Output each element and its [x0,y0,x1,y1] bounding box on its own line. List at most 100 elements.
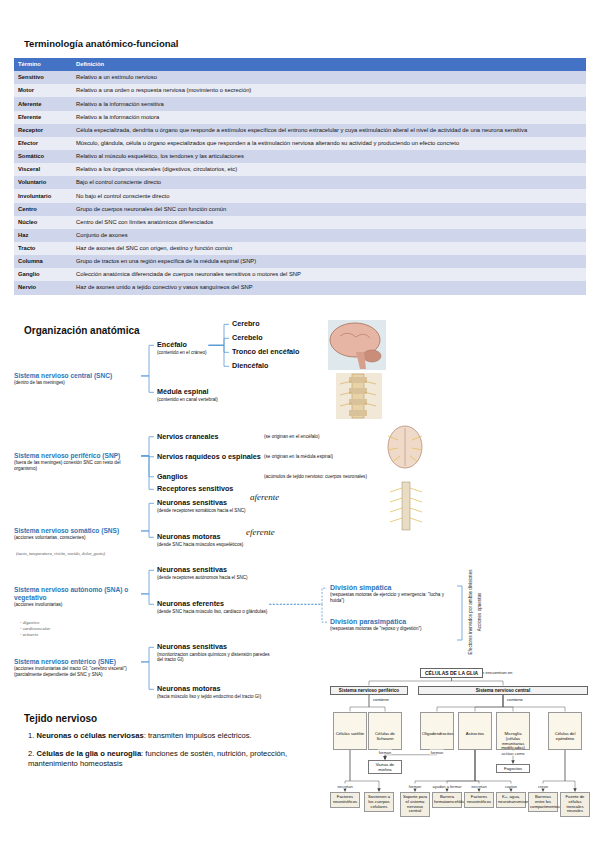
table-cell: Haz de axones unido a tejido conectivo y… [72,281,586,294]
table-cell: Aferente [14,97,72,110]
table-cell: Término [14,58,72,71]
node-text: (acúmulos de tejido nervioso: cuerpos ne… [264,474,367,479]
diagram-node: Neuronas sensitivas(monitorizacion cambi… [157,643,272,663]
node-text: (acciones voluntarias, conscientes) [14,535,139,541]
edge-label: crean [537,784,549,789]
diagram-node: Células del epéndimo [548,712,582,750]
connector [565,750,575,792]
table-cell: Relativo a los órganos viscerales (diges… [72,163,586,176]
table-cell: Colección anatómica diferenciada de cuer… [72,268,586,281]
table-cell: Involuntario [14,189,72,202]
node-text: Células de Schwann [370,732,400,742]
table-cell: Centro del SNC con límites anatómicos di… [72,216,586,229]
diagram-node: Vainas de mielina [368,760,402,774]
node-text: Células del epéndimo [550,732,580,742]
diagram-node: División simpática(respuestas motoras de… [330,584,455,604]
diagram-node: Fuente de células troncales neurales [560,792,590,817]
connector [141,662,154,689]
table-row: CentroGrupo de cuerpos neuronales del SN… [14,203,586,216]
connector [209,345,229,352]
node-text: Tronco del encéfalo [232,348,300,357]
text-label: Efectores inervados por ambas divisiones [468,569,473,654]
table-cell: Núcleo [14,216,72,229]
node-text: Vainas de mielina [370,762,400,772]
node-text: (respuestas motoras de "reposo y digesti… [330,626,455,632]
table-cell: Receptor [14,124,72,137]
list-item: 2. Células de la glia o neuroglia: funci… [28,749,320,770]
diagram-node: Neuronas motoras(desde SNC hacia músculo… [157,533,243,547]
table-cell: Haz [14,229,72,242]
node-text: Encéfalo [157,341,207,350]
connector [141,647,154,662]
text-label: contiene [373,697,389,702]
connector [269,604,327,622]
node-text: Ganglios [157,472,264,481]
diagram-node: Barreras entre los compartimentos [528,792,558,812]
node-text: (acciones involuntarias del tracto GI; "… [14,666,139,672]
node-text: (desde receptores somáticos hacia el SNC… [157,508,246,514]
node-text: Neuronas sensitivas [157,566,248,575]
connector [209,324,229,345]
diagram-node: Encéfalo(contenido en el cráneo) [157,341,207,355]
diagram-node: Neuronas sensitivas(desde receptores aut… [157,566,248,580]
connector [141,376,154,392]
connector [209,345,229,366]
table-cell: Bajo el control consciente directo [72,176,586,189]
diagram-node: Sistema nervioso central [418,686,588,695]
table-row: TractoHaz de axones del SNC con origen, … [14,242,586,255]
diagram-node: Sostienen a los cuerpos celulares [364,792,394,812]
connector [141,456,154,489]
table-row: ReceptorCélula especializada, dendrita u… [14,124,586,137]
diagram-node: Neuronas eferentes(desde SNC hacia múscu… [157,600,267,614]
edge-label: ayudan a formar [431,784,462,789]
table-cell: Relativo a la información sensitiva [72,97,586,110]
node-text: (desde SNC hacia músculos esqueléticos) [157,542,243,548]
connector [369,678,452,686]
node-text: (contenido en el cráneo) [157,350,207,356]
text-label: - cardiovascular [20,626,50,631]
node-text: Sistema nervioso periférico (SNP) [14,452,139,460]
diagram-node: Células de Schwann [368,712,402,750]
node-text: (fuera de las meninges) conexión SNC con… [14,460,139,471]
connector [141,456,154,477]
text-label: aferente [250,492,279,502]
edge-label: actúan como [501,751,526,756]
node-text: (se originan en el encéfalo) [264,434,319,439]
node-text: Astrocitos [460,732,490,737]
node-text: (hacia músculo liso y tejido endocrino d… [157,694,261,700]
node-text: Células satélite [335,732,365,737]
node-text: Nervios craneales [157,432,264,441]
diagram-node: División parasimpática(respuestas motora… [330,618,455,632]
node-text: (dentro de las meninges) [14,380,139,386]
edge-label: forman [378,750,392,755]
table-cell: Tracto [14,242,72,255]
table-row: NúcleoCentro del SNC con límites anatómi… [14,216,586,229]
table-row: NervioHaz de axones unido a tejido conec… [14,281,586,294]
diagram-node: Tronco del encéfalo [232,348,300,357]
node-text: Fuente de células troncales neurales [562,795,588,814]
diagram-node: Células satélite [333,712,367,750]
diagram-node: Cerebelo [232,334,263,343]
diagram-node: Receptores sensitivos [157,485,233,494]
table-cell: Relativo a la información motora [72,111,586,124]
table-row: HazConjunto de axones [14,229,586,242]
table-cell: Centro [14,203,72,216]
table-cell: Voluntario [14,176,72,189]
table-cell: Grupo de cuerpos neuronales del SNC con … [72,203,586,216]
node-text: Neuronas motoras [157,685,261,694]
node-text: (acciones involuntarias) [14,602,139,608]
table-row: TérminoDefinición [14,58,586,71]
diagram-node: Soporte para el sistema nervioso central [400,792,430,817]
spinal-nerves [390,482,422,530]
table-cell: Visceral [14,163,72,176]
diagram-node: Factores neurotróficos [464,792,494,808]
diagram-node: Fagocitos [496,764,530,773]
edge-label: forman [408,784,422,789]
node-text: Diencéfalo [232,362,268,371]
list-text: Células de la glia o neuroglia [36,749,141,758]
page-title: Terminología anatómico-funcional [24,38,178,49]
connector [503,695,565,712]
diagram-node: Sistema nervioso periférico (SNP)(fuera … [14,452,139,471]
node-text: (parcialmente dependiente del SNC y SNA) [14,672,139,678]
node-text: Neuronas sensitivas [157,499,246,508]
